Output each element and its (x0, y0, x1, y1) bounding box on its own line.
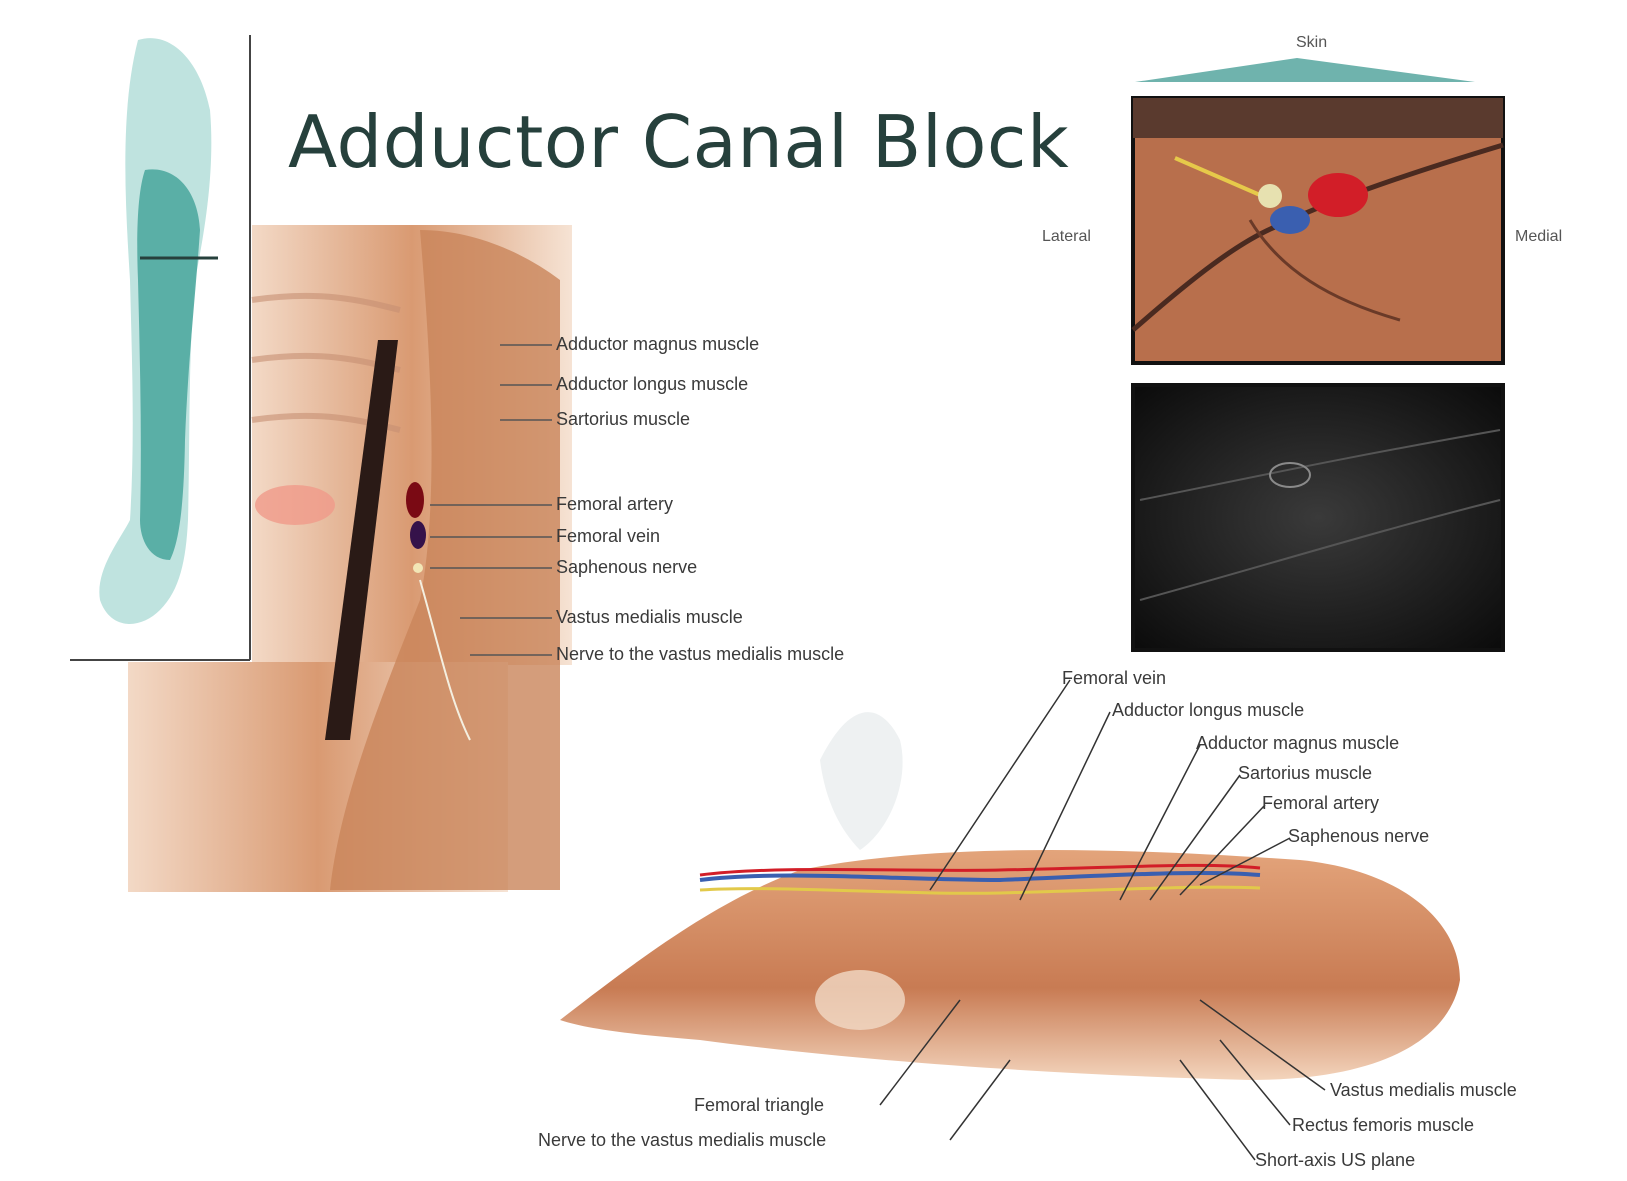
label-thigh-nerve-vastus-medialis: Nerve to the vastus medialis muscle (538, 1130, 826, 1151)
saphenous-nerve-dot (413, 563, 423, 573)
femoral-vein-dot (410, 521, 426, 549)
label-thigh-vastus-medialis: Vastus medialis muscle (1330, 1080, 1517, 1101)
label-adductor-longus: Adductor longus muscle (556, 374, 748, 395)
label-thigh-saphenous-nerve: Saphenous nerve (1288, 826, 1429, 847)
label-thigh-sartorius: Sartorius muscle (1238, 763, 1372, 784)
ultrasound-image (1133, 385, 1503, 650)
label-thigh-femoral-vein: Femoral vein (1062, 668, 1166, 689)
label-lateral: Lateral (1042, 228, 1091, 246)
label-vastus-medialis: Vastus medialis muscle (556, 607, 743, 628)
label-femoral-triangle: Femoral triangle (694, 1095, 824, 1116)
label-thigh-adductor-magnus: Adductor magnus muscle (1196, 733, 1399, 754)
label-thigh-rectus-femoris: Rectus femoris muscle (1292, 1115, 1474, 1136)
label-sartorius: Sartorius muscle (556, 409, 690, 430)
ultrasound-anatomy-panel (1133, 58, 1503, 363)
label-femoral-vein: Femoral vein (556, 526, 660, 547)
label-saphenous-nerve: Saphenous nerve (556, 557, 697, 578)
label-thigh-femoral-artery: Femoral artery (1262, 793, 1379, 814)
label-femoral-artery: Femoral artery (556, 494, 673, 515)
label-skin: Skin (1296, 34, 1327, 52)
label-thigh-adductor-longus: Adductor longus muscle (1112, 700, 1304, 721)
label-medial: Medial (1515, 228, 1562, 246)
label-short-axis-plane: Short-axis US plane (1255, 1150, 1415, 1171)
label-nerve-vastus-medialis: Nerve to the vastus medialis muscle (556, 644, 844, 665)
page-title: Adductor Canal Block (288, 100, 1069, 184)
label-adductor-magnus: Adductor magnus muscle (556, 334, 759, 355)
femoral-artery-dot (406, 482, 424, 518)
cross-section-illustration (128, 225, 572, 892)
leg-silhouette (99, 38, 218, 624)
